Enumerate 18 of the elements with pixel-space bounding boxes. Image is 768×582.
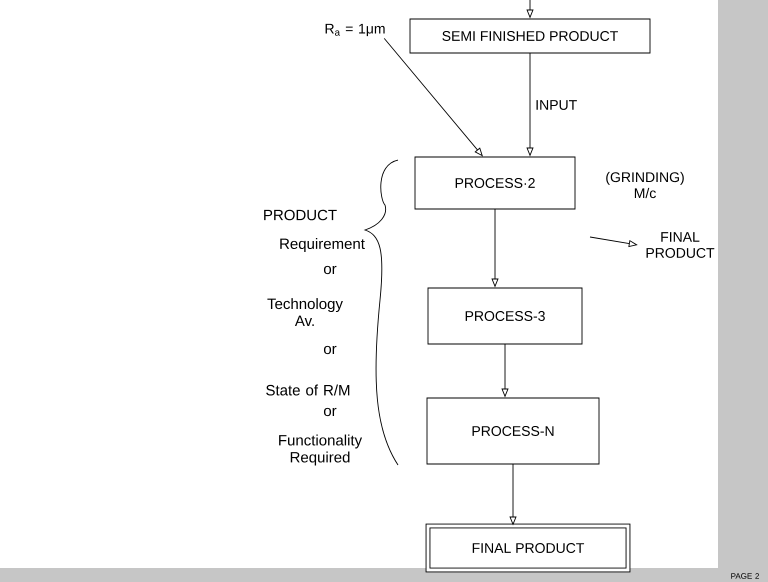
list-item: or (324, 408, 336, 416)
node-text: FINAL PRODUCT (646, 232, 714, 258)
page-number: PAGE 2 (731, 573, 759, 579)
list-item: or (324, 346, 336, 354)
list-item: Functionality Required (279, 434, 362, 466)
node-text: R$_{a}$ = 1μm (326, 24, 385, 36)
list-item: State of R/M (266, 384, 350, 396)
list-item: or (324, 266, 336, 274)
machine-note: (GRINDING) M/c (606, 172, 684, 198)
process-box: PROCESS·2 (414, 156, 576, 210)
process-box: PROCESS-3 (428, 288, 582, 344)
edge-label: INPUT (534, 99, 578, 111)
final-product-box: FINAL PRODUCT (426, 524, 630, 572)
list-item: Technology Av. (267, 298, 343, 326)
list-item: PRODUCT (264, 210, 337, 220)
process-box: SEMI FINISHED PRODUCT (410, 18, 650, 54)
process-box: PROCESS-N (426, 398, 600, 464)
list-item: Requirement (280, 238, 365, 252)
